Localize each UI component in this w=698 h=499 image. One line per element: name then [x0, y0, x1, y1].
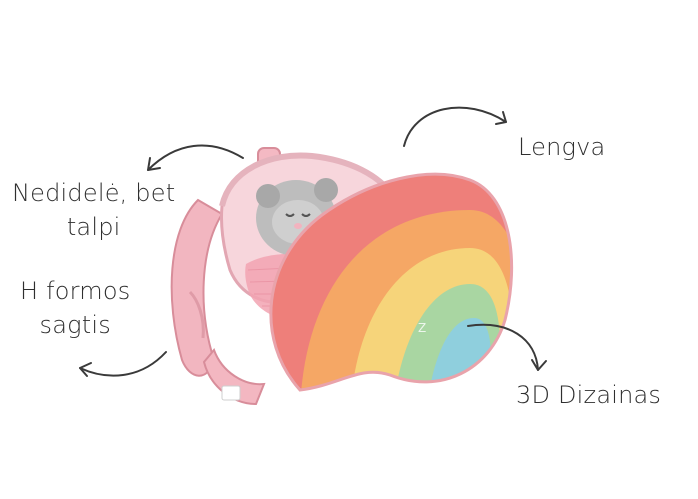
label-small-but-roomy: Nedidelė, bet talpi	[12, 179, 176, 241]
label-small-but-roomy-line2: talpi	[66, 212, 121, 241]
rainbow-outline	[269, 172, 514, 392]
zipper	[219, 152, 399, 207]
label-lightweight: Lengva	[518, 133, 606, 161]
arrow-lightweight	[403, 106, 507, 147]
brand-mark: Z	[418, 321, 426, 335]
arrow-3d-design	[467, 323, 547, 371]
label-h-buckle-line1: H formos	[20, 277, 131, 305]
label-h-buckle-line2: sagtis	[39, 310, 111, 339]
bottom-strap	[202, 348, 266, 406]
label-3d-design: 3D Dizainas	[516, 381, 662, 409]
arrow-h-buckle	[79, 351, 167, 377]
rainbow-front	[270, 174, 512, 390]
label-h-buckle: H formos sagtis	[20, 277, 131, 339]
arrow-small-roomy	[147, 144, 244, 171]
label-small-but-roomy-line1: Nedidelė, bet	[12, 179, 176, 207]
